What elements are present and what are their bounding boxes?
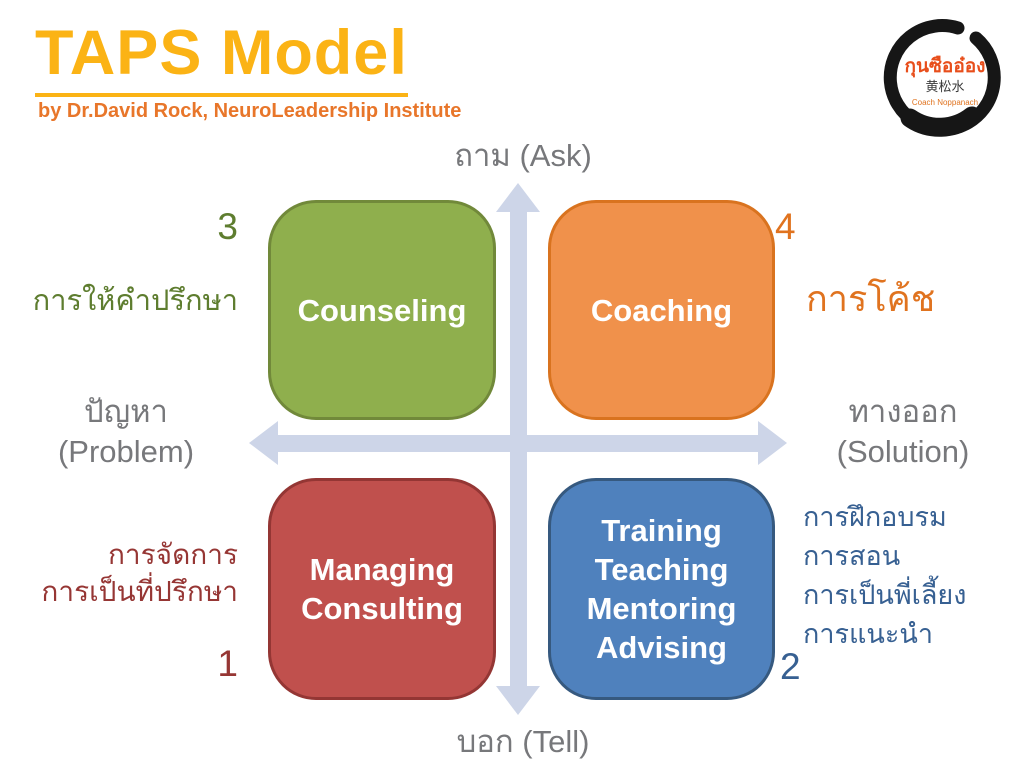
consulting-box-line: Consulting — [301, 591, 463, 626]
arrow-up-icon — [496, 183, 540, 212]
page-title: TAPS Model — [35, 22, 408, 97]
advising-box-line: Advising — [596, 630, 727, 665]
axis-label-problem-thai: ปัญหา — [84, 394, 168, 429]
managing-side-label: การจัดการ การเป็นที่ปรึกษา — [10, 536, 238, 610]
training-side-line-1: การฝึกอบรม — [803, 502, 947, 532]
arrow-down-icon — [496, 686, 540, 715]
arrow-right-icon — [758, 421, 787, 465]
axis-label-problem-english: (Problem) — [57, 434, 195, 469]
arrow-left-icon — [249, 421, 278, 465]
training-side-label: การฝึกอบรม การสอน การเป็นพี่เลี้ยง การแน… — [803, 498, 1018, 654]
coach-logo: กุนซืออ๋อง 黄松水 Coach Noppanach — [880, 14, 1010, 144]
logo-thai-text: กุนซืออ๋อง — [905, 55, 986, 78]
managing-side-line-2: การเป็นที่ปรึกษา — [41, 576, 238, 607]
training-side-line-4: การแนะนำ — [803, 619, 933, 649]
coaching-side-label: การโค้ช — [806, 278, 936, 319]
counseling-side-label: การให้คำปรึกษา — [32, 285, 238, 317]
axis-label-tell: บอก (Tell) — [456, 724, 590, 759]
axis-label-solution: ทางออก (Solution) — [793, 392, 1013, 472]
managing-side-line-1: การจัดการ — [107, 539, 238, 570]
axis-label-solution-thai: ทางออก — [848, 394, 958, 429]
page-subtitle: by Dr.David Rock, NeuroLeadership Instit… — [38, 100, 462, 122]
axis-label-ask: ถาม (Ask) — [454, 138, 592, 173]
teaching-box-line: Teaching — [594, 552, 729, 587]
coaching-box-label: Coaching — [590, 292, 733, 328]
quadrant-number-2: 2 — [780, 646, 801, 687]
axis-label-solution-english: (Solution) — [836, 434, 970, 469]
quadrant-number-4: 4 — [775, 206, 796, 247]
training-side-line-3: การเป็นพี่เลี้ยง — [803, 580, 967, 610]
training-side-line-2: การสอน — [803, 541, 901, 571]
quadrant-box-counseling: Counseling — [268, 200, 496, 420]
quadrant-number-1: 1 — [217, 643, 238, 684]
enso-circle-icon: กุนซืออ๋อง 黄松水 Coach Noppanach — [883, 19, 1001, 137]
counseling-box-label: Counseling — [297, 292, 467, 328]
logo-caption-text: Coach Noppanach — [912, 98, 978, 107]
quadrant-box-managing-consulting: Managing Consulting — [268, 478, 496, 700]
training-box-line: Training — [601, 513, 722, 548]
axis-label-problem: ปัญหา (Problem) — [12, 392, 240, 472]
quadrant-box-training: Training Teaching Mentoring Advising — [548, 478, 775, 700]
managing-box-line: Managing — [309, 552, 455, 587]
mentoring-box-line: Mentoring — [586, 591, 737, 626]
logo-chinese-text: 黄松水 — [925, 79, 964, 94]
quadrant-box-coaching: Coaching — [548, 200, 775, 420]
quadrant-number-3: 3 — [217, 206, 238, 247]
horizontal-axis-shaft — [278, 435, 758, 452]
